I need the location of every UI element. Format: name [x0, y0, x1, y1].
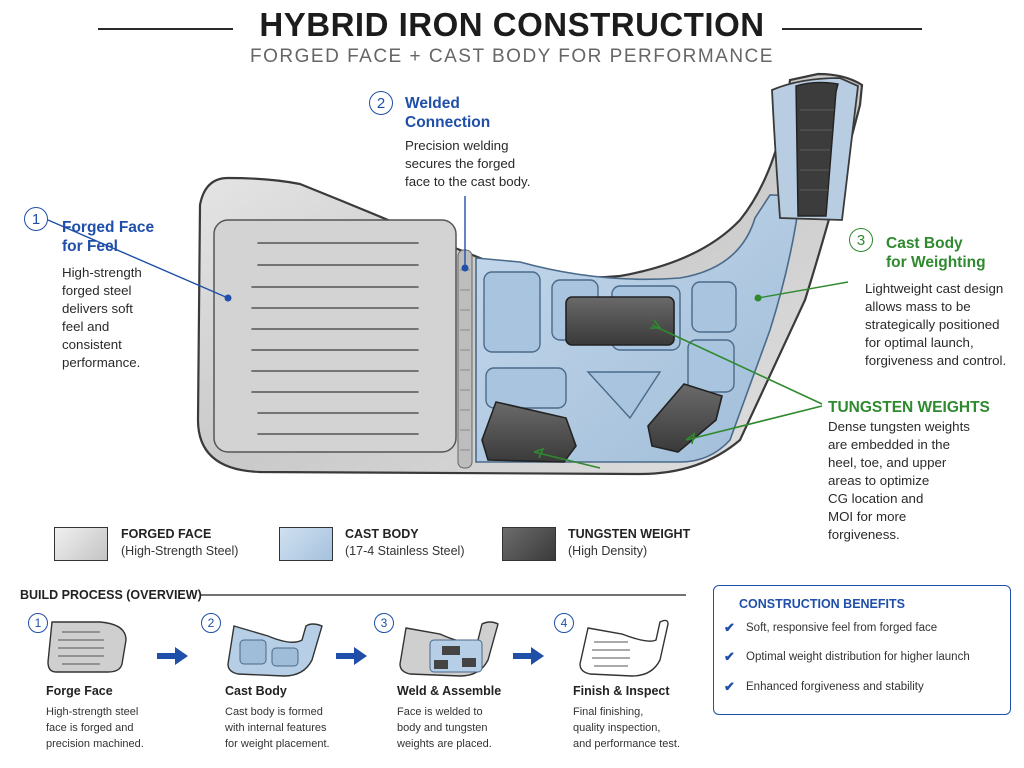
step-2-body: Cast body is formed with internal featur…	[225, 706, 330, 750]
step-4-title: Finish & Inspect	[573, 684, 670, 698]
title-rule-right	[782, 28, 922, 30]
callout-forged-face-title: Forged Face for Feel	[62, 219, 155, 255]
step-1-body: High-strength steel face is forged and p…	[46, 706, 144, 750]
hosel	[771, 77, 859, 221]
legend-item-cast: CAST BODY (17-4 Stainless Steel)	[345, 527, 465, 558]
page-title: HYBRID IRON CONSTRUCTION	[259, 6, 765, 43]
weld-seam	[457, 249, 473, 469]
step-3-body: Face is welded to body and tungsten weig…	[397, 706, 492, 750]
callout-cast-body-body: Lightweight cast design allows mass to b…	[865, 281, 1007, 368]
benefits-heading: CONSTRUCTION BENEFITS	[739, 597, 905, 611]
step-2-title: Cast Body	[225, 684, 287, 698]
benefits-panel: CONSTRUCTION BENEFITS ✔Soft, responsive …	[713, 585, 1011, 715]
step-3-title: Weld & Assemble	[397, 684, 502, 698]
arrow-1-2	[157, 647, 188, 665]
tungsten-weight-upper	[565, 296, 675, 346]
check-icon: ✔	[724, 649, 735, 664]
leader-lines-tungsten	[533, 319, 823, 469]
face-grooves	[251, 242, 419, 435]
step4-finished-illustration	[579, 619, 669, 677]
callout-forged-face-body: High-strength forged steel delivers soft…	[62, 265, 142, 370]
step-1-title: Forge Face	[46, 684, 113, 698]
page-subtitle: FORGED FACE + CAST BODY FOR PERFORMANCE	[250, 46, 774, 67]
legend-swatch-cast	[279, 527, 333, 561]
step-number-3: 3	[374, 613, 394, 633]
leader-line-face	[47, 219, 232, 302]
forged-face-plate	[213, 219, 457, 453]
arrow-2-3	[336, 647, 367, 665]
check-icon: ✔	[724, 620, 735, 635]
callout-cast-body-title: Cast Body for Weighting	[886, 235, 986, 271]
step1-face-illustration	[47, 621, 127, 673]
callout-welded-body: Precision welding secures the forged fac…	[405, 138, 531, 189]
step-number-1: 1	[28, 613, 48, 633]
title-rule-left	[98, 28, 233, 30]
legend-item-tungsten: TUNGSTEN WEIGHT (High Density)	[568, 527, 691, 558]
process-heading: BUILD PROCESS (OVERVIEW)	[20, 588, 202, 602]
benefit-item: ✔Soft, responsive feel from forged face	[724, 620, 938, 635]
callout-number-1: 1	[24, 207, 48, 231]
step2-cast-illustration	[227, 623, 323, 677]
callout-welded-title: Welded Connection	[405, 95, 491, 131]
legend-swatch-forged	[54, 527, 108, 561]
step-number-4: 4	[554, 613, 574, 633]
tungsten-weight-toe	[647, 383, 723, 453]
check-icon: ✔	[724, 679, 735, 694]
step-number-2: 2	[201, 613, 221, 633]
callout-number-2: 2	[369, 91, 393, 115]
legend-swatch-tungsten	[502, 527, 556, 561]
arrow-3-4	[513, 647, 544, 665]
callout-tungsten-body: Dense tungsten weights are embedded in t…	[828, 419, 970, 542]
step-4-body: Final finishing, quality inspection, and…	[573, 706, 681, 750]
callout-number-3: 3	[849, 228, 873, 252]
tungsten-weight-heel	[481, 401, 577, 463]
step3-assembly-illustration	[399, 621, 499, 677]
leader-line-weld	[461, 196, 469, 272]
benefit-item: ✔Optimal weight distribution for higher …	[724, 649, 970, 664]
callout-tungsten-title: TUNGSTEN WEIGHTS	[828, 399, 990, 416]
cast-body-pockets	[483, 271, 737, 420]
benefit-item: ✔Enhanced forgiveness and stability	[724, 679, 924, 694]
leader-line-cast	[754, 281, 849, 302]
legend-item-forged: FORGED FACE (High-Strength Steel)	[121, 527, 239, 558]
